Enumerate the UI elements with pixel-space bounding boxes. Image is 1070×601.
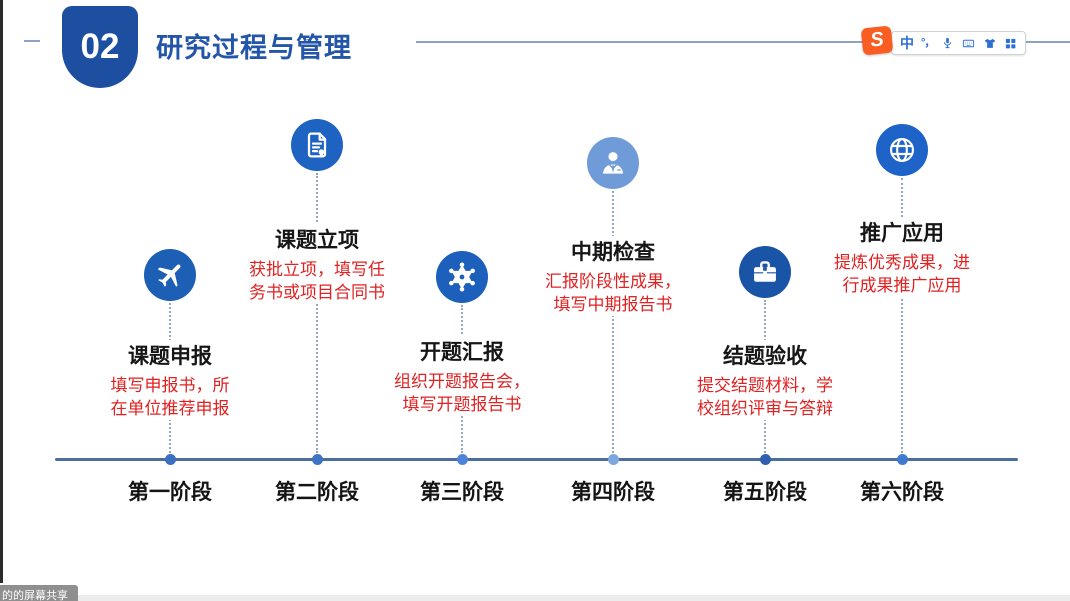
stage-4-text: 中期检查 汇报阶段性成果，填写中期报告书	[518, 236, 708, 316]
dotted-connector	[612, 191, 614, 453]
timeline-dot-3	[457, 454, 468, 465]
sheriff-star-icon	[436, 251, 488, 303]
ime-toolbar: 中 °，	[891, 31, 1027, 55]
page-title: 研究过程与管理	[156, 33, 352, 63]
chinese-mode-icon[interactable]: 中	[900, 35, 914, 51]
toolbox-grid-icon[interactable]	[1004, 37, 1017, 50]
timeline	[55, 458, 1018, 461]
stage-4-label: 第四阶段	[571, 481, 655, 504]
stage-1-title: 课题申报	[128, 345, 212, 368]
stage-4-desc: 汇报阶段性成果，填写中期报告书	[545, 272, 681, 314]
header-line-left	[24, 40, 40, 42]
stage-3-title: 开题汇报	[420, 341, 504, 364]
window-left-edge	[0, 0, 3, 583]
stage-6-title: 推广应用	[860, 222, 944, 245]
stage-2-label: 第二阶段	[275, 481, 359, 504]
certificate-document-icon	[291, 119, 343, 171]
timeline-dot-5	[760, 454, 771, 465]
microphone-icon[interactable]	[941, 36, 954, 50]
stage-6-text: 推广应用 提炼优秀成果，进行成果推广应用	[807, 217, 997, 297]
header-line-right	[416, 41, 1070, 43]
stage-5-text: 结题验收 提交结题材料，学校组织评审与答辩	[670, 340, 860, 420]
stage-2-text: 课题立项 获批立项，填写任务书或项目合同书	[222, 224, 412, 304]
punctuation-icon[interactable]: °，	[921, 36, 935, 49]
stage-1-label: 第一阶段	[128, 481, 212, 504]
stage-6-label: 第六阶段	[860, 481, 944, 504]
keyboard-icon[interactable]	[961, 37, 976, 50]
stage-6-desc: 提炼优秀成果，进行成果推广应用	[834, 253, 970, 295]
stage-5-desc: 提交结题材料，学校组织评审与答辩	[697, 376, 833, 418]
stage-3-text: 开题汇报 组织开题报告会，填写开题报告书	[367, 336, 557, 416]
stage-1-desc: 填写申报书，所在单位推荐申报	[110, 376, 230, 418]
screen-share-tooltip: 的的屏幕共享	[0, 585, 78, 601]
airplane-icon	[144, 249, 196, 301]
timeline-dot-4	[608, 454, 619, 465]
section-number-badge: 02	[62, 6, 138, 88]
businessman-icon	[587, 137, 639, 189]
stage-5-title: 结题验收	[723, 345, 807, 368]
skin-tshirt-icon[interactable]	[983, 37, 997, 50]
stage-2-title: 课题立项	[275, 229, 359, 252]
stage-3-label: 第三阶段	[420, 481, 504, 504]
briefcase-icon	[739, 246, 791, 298]
timeline-dot-6	[897, 454, 908, 465]
stage-1-text: 课题申报 填写申报书，所在单位推荐申报	[75, 340, 265, 420]
sogou-ime-logo[interactable]: S	[860, 25, 894, 56]
timeline-dot-1	[165, 454, 176, 465]
stage-4-title: 中期检查	[571, 241, 655, 264]
globe-icon	[876, 124, 928, 176]
dotted-connector	[316, 173, 318, 453]
stage-5-label: 第五阶段	[723, 481, 807, 504]
dotted-connector	[901, 178, 903, 453]
timeline-dot-2	[312, 454, 323, 465]
window-bottom-strip	[0, 595, 1070, 601]
stage-2-desc: 获批立项，填写任务书或项目合同书	[249, 260, 385, 302]
stage-3-desc: 组织开题报告会，填写开题报告书	[394, 372, 530, 414]
